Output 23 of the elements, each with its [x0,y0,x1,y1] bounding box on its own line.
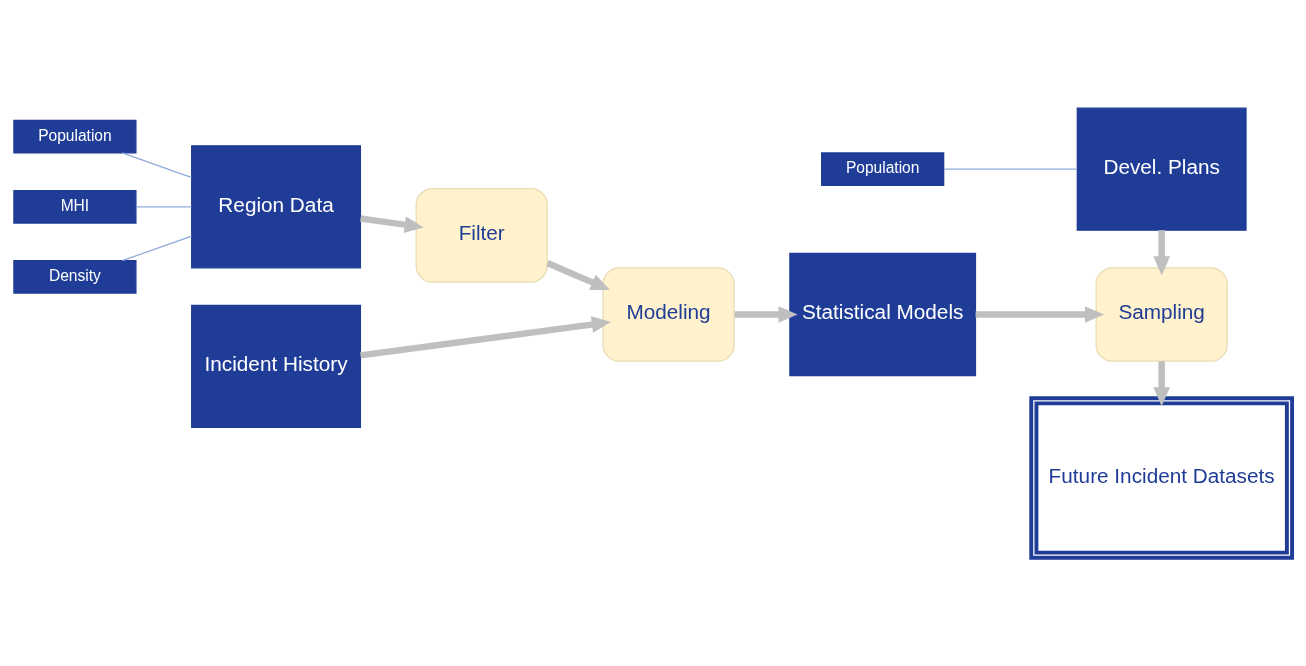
node-box: Population [13,119,137,154]
arrow [546,260,610,291]
connector [121,235,193,262]
arrow [360,215,424,233]
node-box: Region Data [191,145,362,269]
connector [135,206,193,208]
arrow [734,306,798,323]
arrow [1153,361,1171,407]
node-box: Incident History [191,304,362,429]
node-box: Sampling [1095,267,1228,362]
arrow [1153,230,1171,276]
node-box: Future Incident Datasets [1029,396,1294,560]
node-box: MHI [13,189,137,224]
node-box: Density [13,260,137,294]
arrow [360,316,611,359]
connector [943,168,1078,170]
connector [121,152,193,179]
node-box: Filter [415,188,548,283]
arrow [975,306,1105,323]
node-box: Devel. Plans [1076,107,1247,231]
node-box: Statistical Models [789,252,977,377]
node-box: Modeling [602,267,735,362]
node-box: Population [821,152,945,187]
